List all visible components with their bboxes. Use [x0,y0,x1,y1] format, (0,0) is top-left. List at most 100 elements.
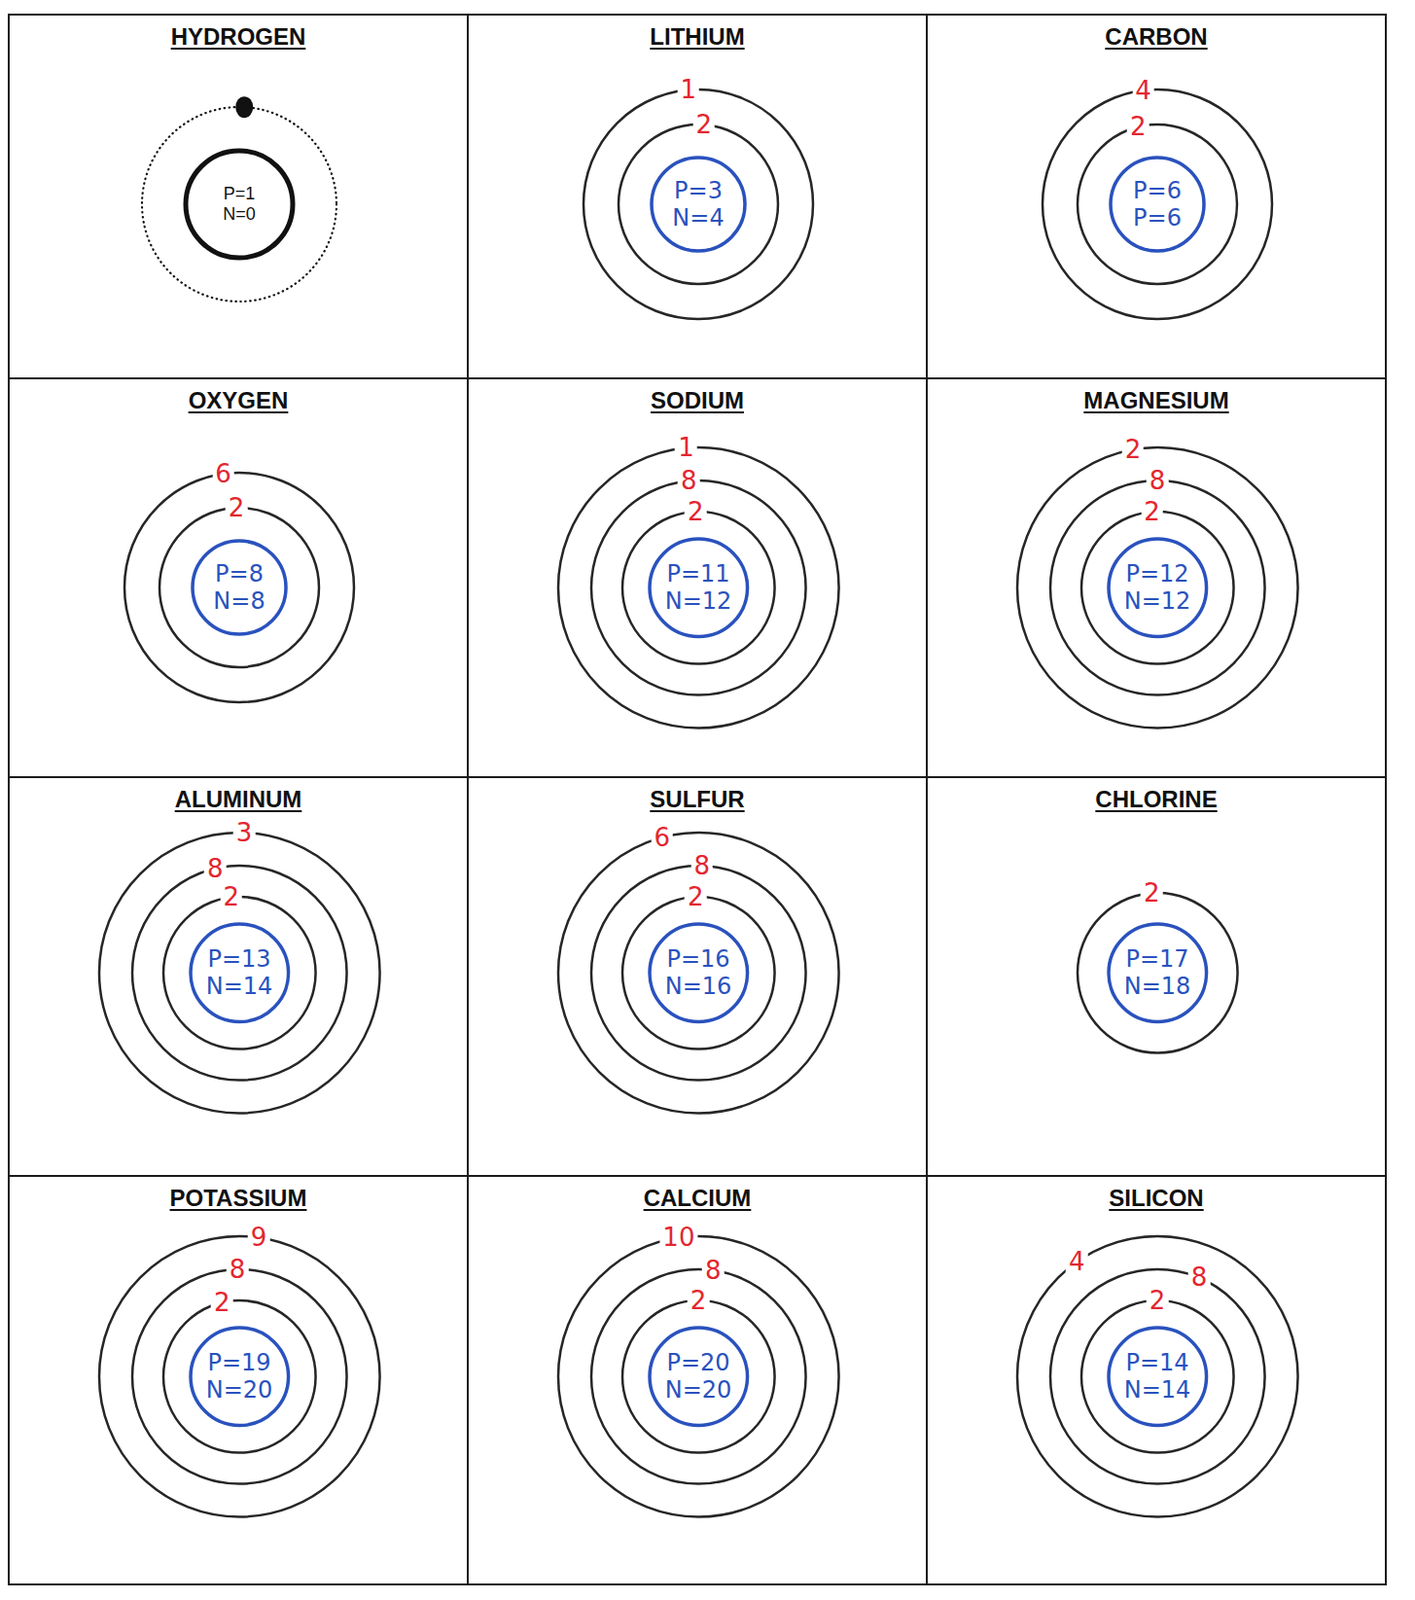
nucleus-text: P=1N=0 [222,183,256,225]
particle-count: P=11 [665,560,733,588]
particle-count: P=19 [206,1348,274,1377]
nucleus-text: P=6P=6 [1132,176,1182,232]
ring-line [1081,1300,1235,1453]
electron-count: 10 [659,1224,698,1250]
element-name: LITHIUM [468,23,926,51]
nucleus: P=13N=14 [190,923,289,1023]
atom-cell: POTASSIUM982P=19N=20 [7,1174,469,1586]
electron-count: 2 [684,884,708,910]
particle-count: P=16 [665,945,733,973]
electron-shell: 282P=12N=12 [1017,447,1299,729]
electron-shell: 12P=3N=4 [583,89,814,319]
element-name: OXYGEN [9,387,467,415]
electron-shell: 82P=14N=14 [1050,1269,1266,1485]
nucleus: P=14N=14 [1108,1327,1207,1426]
electron-shell: 2P=3N=4 [618,124,779,284]
particle-count: N=14 [206,972,274,1000]
ring-line [1042,89,1273,319]
electron-shell: 82P=20N=20 [591,1269,807,1485]
atom-cell: CALCIUM1082P=20N=20 [466,1174,928,1586]
electron-count: 6 [212,460,235,487]
electron-shell: 62P=8N=8 [124,472,354,703]
particle-count: P=13 [206,945,274,973]
nucleus-text: P=13N=14 [206,945,274,1000]
electron-shell: 2P=19N=20 [163,1300,317,1453]
nucleus-text: P=11N=12 [665,560,733,615]
ring-line [1108,923,1207,1023]
nucleus: P=6P=6 [1110,157,1204,251]
electron-shell: 82P=11N=12 [591,480,807,696]
ring-line [1108,1327,1207,1426]
element-name: SULFUR [468,785,926,814]
nucleus-text: P=12N=12 [1124,560,1192,615]
particle-count: N=16 [665,972,733,1000]
electron-shell: 1082P=20N=20 [558,1236,840,1518]
nucleus: P=20N=20 [649,1327,748,1426]
electron-shell: 82P=13N=14 [132,865,348,1081]
ring-line [192,540,286,635]
nucleus: P=11N=12 [649,538,748,637]
particle-count: N=14 [1124,1376,1192,1404]
particle-count: N=12 [1124,587,1192,615]
electron-shell: 2P=16N=16 [622,896,776,1050]
element-name: CHLORINE [927,785,1385,814]
ring-line [132,865,348,1081]
electron-count: 2 [1127,113,1150,140]
atom-cell: MAGNESIUM282P=12N=12 [925,377,1387,779]
ring-line [1077,892,1239,1054]
electron-shell: 682P=16N=16 [558,832,840,1114]
atom-cell: SILICON482P=14N=14 [925,1174,1387,1586]
ring-line [159,507,319,668]
ring-line [132,1269,348,1485]
element-name: SODIUM [468,387,926,415]
ring-line [1017,447,1299,729]
atom-cell: ALUMINUM 382P=13N=14 [7,776,469,1177]
electron-count: 9 [247,1224,271,1250]
element-name: POTASSIUM [9,1184,467,1212]
nucleus: P=19N=20 [190,1327,289,1426]
nucleus: P=12N=12 [1108,538,1207,637]
nucleus-text: P=17N=18 [1124,945,1192,1000]
electron-count: 6 [650,824,673,850]
particle-count: N=4 [672,204,724,232]
atom-cell: CARBON42P=6P=6 [925,13,1387,380]
particle-count: P=17 [1124,945,1192,973]
electron-count: 4 [1132,77,1155,104]
ring-line [591,1269,807,1485]
nucleus: P=3N=4 [651,157,745,251]
ring-line [558,832,840,1114]
ring-line [622,1300,776,1453]
particle-count: P=6 [1132,204,1182,232]
particle-count: N=20 [665,1376,733,1404]
ring-line [649,538,748,637]
ring-line [1050,1269,1266,1485]
electron-count: 8 [677,467,701,494]
electron-count: 1 [676,76,700,103]
electron-count: 8 [1188,1264,1211,1290]
electron-shell: 82P=16N=16 [591,865,807,1081]
electron-count: 2 [687,1287,710,1313]
electron-count: 8 [702,1257,725,1283]
electron-shell: 82P=12N=12 [1050,480,1266,696]
particle-count: P=1 [222,183,256,205]
nucleus: P=8N=8 [192,540,286,635]
nucleus-text: P=19N=20 [206,1348,274,1404]
ring-line [1110,157,1204,251]
element-name: ALUMINUM [9,785,467,814]
nucleus: P=16N=16 [649,923,748,1023]
electron-count: 2 [684,498,708,525]
electron-count: 1 [674,434,698,460]
electron-count: 2 [692,111,715,138]
ring-line [649,923,748,1023]
atom-cell: SODIUM 1 8 2P=11N=12 [466,377,928,779]
particle-count: N=0 [222,204,256,225]
electron-count: 2 [1146,1287,1169,1313]
particle-count: P=3 [672,176,724,205]
nucleus: P=1N=0 [185,150,293,258]
electron-shell: 2P=17N=18 [1077,892,1239,1054]
nucleus-text: P=14N=14 [1124,1348,1192,1404]
electron-count: 2 [1122,436,1145,462]
atom-cell: HYDROGENP=1N=0 [7,13,469,380]
electron-shell: 382P=13N=14 [99,832,381,1114]
electron-shell: 2P=12N=12 [1081,511,1235,665]
